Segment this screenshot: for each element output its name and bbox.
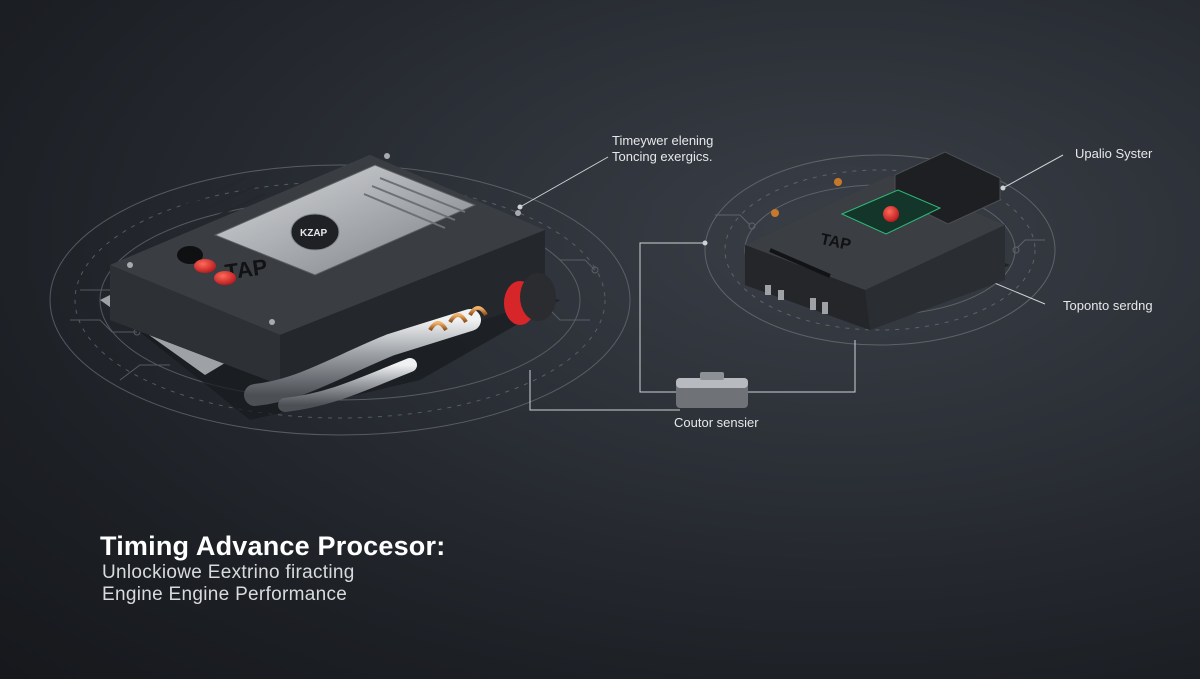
callout-timing-line1: Timeywer elening	[612, 133, 714, 148]
coutor-sensor	[676, 372, 748, 408]
headline-line2: Engine Engine Performance	[102, 584, 348, 605]
black-button	[177, 246, 203, 264]
callout-toponto: Toponto serdng	[1063, 298, 1153, 313]
callout-leader-lines	[517, 154, 1064, 411]
badge-text: KZAP	[300, 228, 328, 239]
callout-timing: Timeywer elening Toncing exergics.	[612, 133, 713, 165]
red-button-1	[194, 259, 216, 273]
tap-processor-module-left: KZAP TAP	[100, 153, 560, 420]
device-right-brand: TAP	[819, 231, 853, 254]
headline-line1: Unlockiowe Eextrino firacting	[102, 562, 355, 583]
callout-timing-line2: Toncing exergics.	[612, 149, 713, 164]
red-indicator-button	[883, 206, 899, 222]
headline-title: Timing Advance Procesor:	[100, 531, 446, 561]
callout-upper-system: Upalio Syster	[1075, 146, 1153, 161]
red-button-2	[214, 271, 236, 285]
callout-coutor: Coutor sensier	[674, 415, 759, 430]
tap-processor-module-right: TAP	[745, 151, 1010, 330]
